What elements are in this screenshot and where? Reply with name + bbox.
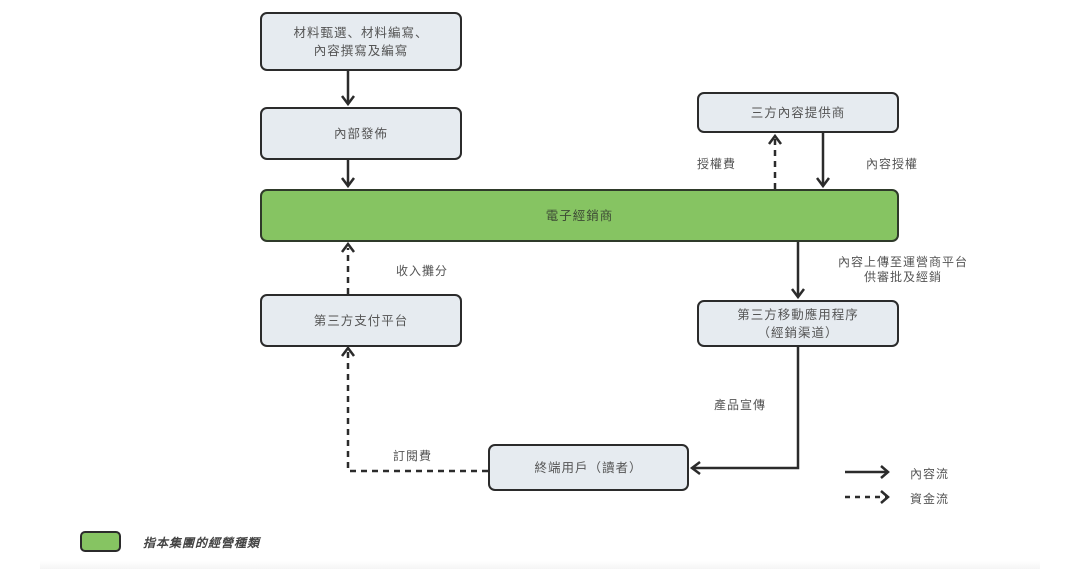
- arrowhead-down: [816, 177, 830, 189]
- node-text: 電子經銷商: [545, 207, 614, 223]
- arrowhead-down: [791, 288, 805, 300]
- node-text: 第三方移動應用程序: [737, 306, 859, 322]
- node-text: 材料甄選、材料編寫、: [293, 24, 429, 40]
- legend-group-note: 指本集團的經營種類: [143, 536, 261, 550]
- node-text: （經銷渠道）: [757, 324, 839, 340]
- edge-label-upload: 內容上傳至運營商平台 供審批及經銷: [838, 255, 968, 285]
- edge-label-revenue-share: 收入攤分: [396, 264, 449, 278]
- arrowhead-down: [341, 95, 355, 107]
- node-text: 第三方支付平台: [313, 312, 409, 328]
- node-text: 三方內容提供商: [750, 104, 846, 120]
- node-internal-publish: 內部發佈: [260, 107, 462, 160]
- node-third-party-payment: 第三方支付平台: [260, 294, 462, 347]
- edge-label-line: 供審批及經銷: [864, 270, 943, 284]
- edge-label-subscription-fee: 訂閱費: [393, 449, 433, 463]
- node-third-party-app: 第三方移動應用程序 （經銷渠道）: [697, 300, 899, 347]
- legend-group-swatch: [80, 531, 121, 552]
- arrowhead-up: [341, 241, 355, 253]
- node-text: 終端用戶（讀者）: [534, 459, 643, 475]
- edge-label-license-fee: 授權費: [697, 157, 737, 171]
- legend-content-flow-label: 內容流: [910, 467, 950, 481]
- node-text: 內容撰寫及編寫: [313, 42, 409, 58]
- node-material-selection: 材料甄選、材料編寫、 內容撰寫及編寫: [260, 12, 462, 71]
- node-end-user: 終端用戶（讀者）: [488, 444, 689, 491]
- edge-label-promotion: 產品宣傳: [714, 398, 767, 412]
- legend-funds-flow-label: 資金流: [910, 492, 950, 506]
- arrowhead-left: [689, 461, 701, 475]
- node-e-distributor: 電子經銷商: [260, 189, 899, 242]
- arrowhead-up: [768, 133, 782, 145]
- node-third-party-content-provider: 三方內容提供商: [697, 92, 899, 133]
- legend-solid-arrowhead: [880, 465, 890, 479]
- node-text: 內部發佈: [333, 125, 388, 141]
- bottom-fade: [40, 561, 1040, 569]
- edge-label-content-license: 內容授權: [866, 157, 919, 171]
- edge-label-line: 內容上傳至運營商平台: [838, 255, 969, 269]
- legend-dashed-arrowhead: [880, 490, 890, 504]
- arrowhead-up: [341, 345, 355, 357]
- arrowhead-down: [341, 177, 355, 189]
